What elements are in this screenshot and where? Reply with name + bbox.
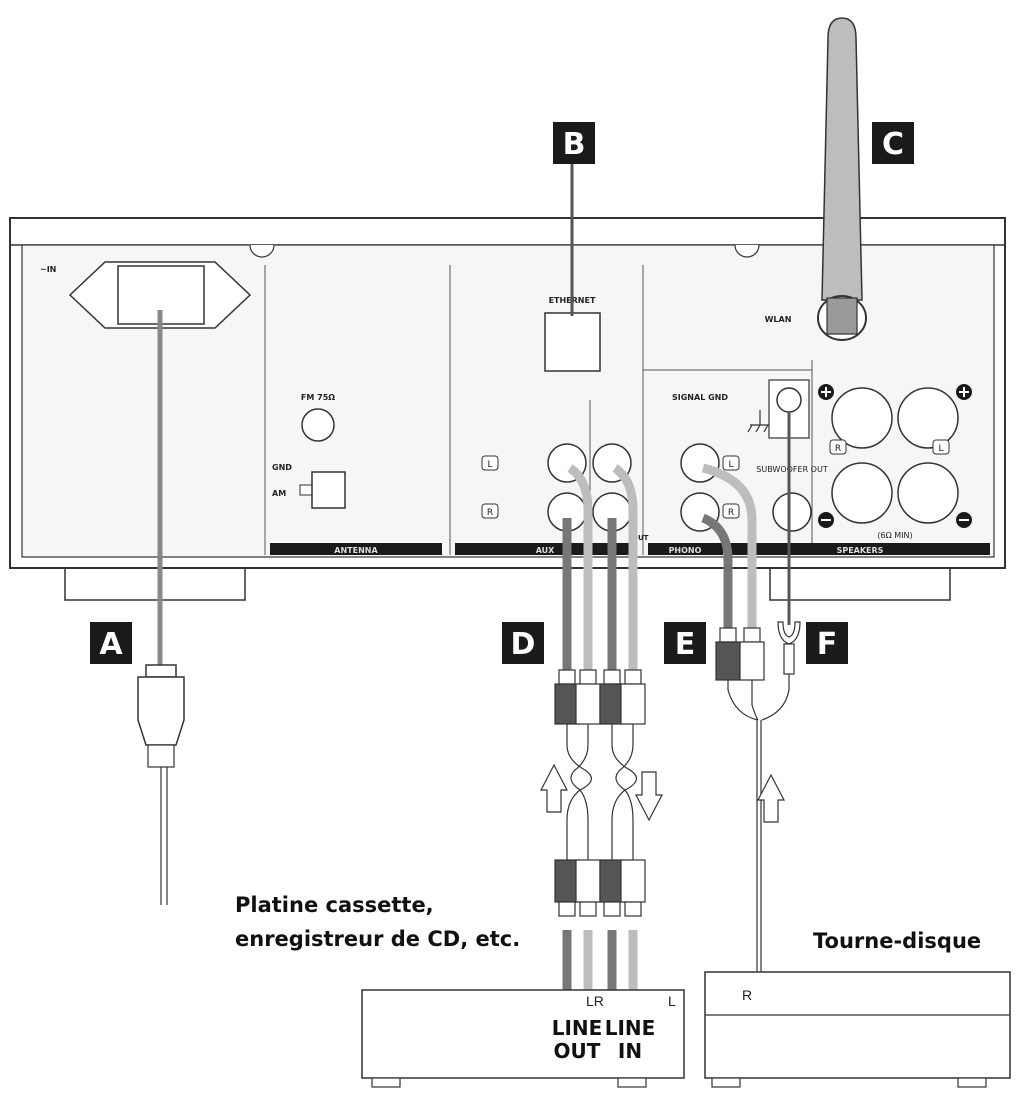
aux-r-label: R [487, 508, 493, 518]
subwoofer-label: SUBWOOFER OUT [756, 465, 828, 474]
wlan-label: WLAN [765, 315, 792, 324]
am-terminal [311, 471, 346, 509]
aux-rca-cables [554, 464, 646, 990]
speaker-l-label: L [938, 444, 943, 454]
out-label: OUT [632, 534, 649, 542]
cassette-device-label-2: enregistreur de CD, etc. [235, 927, 520, 951]
fm-jack [301, 408, 335, 442]
signal-gnd-terminal [776, 387, 802, 413]
callout-badge-e: E [664, 622, 706, 664]
ethernet-port [544, 312, 601, 372]
wlan-antenna [817, 17, 867, 341]
svg-text:E: E [675, 627, 696, 662]
speaker-l-plus [897, 387, 959, 449]
am-label: AM [272, 489, 286, 498]
cassette-device: LR L LINE OUT LINE IN [361, 989, 685, 1088]
section-speakers-label: SPEAKERS [837, 546, 884, 555]
callout-badge-b: B [553, 122, 595, 164]
arrow-up-icon [757, 773, 785, 823]
ground-icon [747, 410, 770, 433]
arrow-down-icon [635, 771, 663, 822]
svg-text:F: F [817, 627, 838, 662]
phono-cables [701, 412, 801, 972]
phono-r-label: R [728, 508, 734, 518]
turntable-label: Tourne-disque [813, 929, 981, 953]
line-out-label-2: OUT [554, 1039, 601, 1063]
cassette-device-label-1: Platine cassette, [235, 893, 434, 917]
line-in-label-1: LINE [605, 1016, 656, 1040]
svg-text:A: A [99, 627, 123, 662]
aux-l-label: L [487, 460, 492, 470]
fm-label: FM 75Ω [301, 393, 335, 402]
section-aux-label: AUX [536, 546, 555, 555]
phono-l-jack [680, 443, 720, 483]
phono-l-label: L [728, 460, 733, 470]
speaker-r-plus [831, 387, 893, 449]
cassette-jack-lr-label: LR [586, 993, 604, 1009]
svg-text:D: D [511, 627, 536, 662]
line-in-label-2: IN [618, 1039, 642, 1063]
callout-badge-d: D [502, 622, 544, 664]
gnd-label: GND [272, 463, 292, 472]
section-phono-label: PHONO [669, 546, 702, 555]
impedance-label: (6Ω MIN) [877, 531, 912, 540]
speaker-r-label: R [835, 444, 841, 454]
svg-text:B: B [563, 127, 586, 162]
callout-badge-c: C [872, 122, 914, 164]
subwoofer-jack [772, 492, 812, 532]
svg-text:C: C [882, 127, 904, 162]
signal-gnd-label: SIGNAL GND [672, 393, 728, 402]
ac-in-label: ~IN [40, 265, 56, 274]
power-cord [137, 310, 185, 905]
plus-icon [818, 384, 972, 400]
turntable-jack-r-label: R [742, 987, 752, 1003]
cassette-jack-l-label: L [668, 993, 676, 1009]
arrow-up-icon [540, 763, 568, 813]
turntable-device: R [704, 971, 1011, 1088]
speaker-r-minus [831, 462, 893, 524]
speaker-l-minus [897, 462, 959, 524]
callout-badge-f: F [806, 622, 848, 664]
callout-badge-a: A [90, 622, 132, 664]
minus-icon [818, 512, 972, 528]
section-antenna-label: ANTENNA [334, 546, 378, 555]
line-out-label-1: LINE [552, 1016, 603, 1040]
